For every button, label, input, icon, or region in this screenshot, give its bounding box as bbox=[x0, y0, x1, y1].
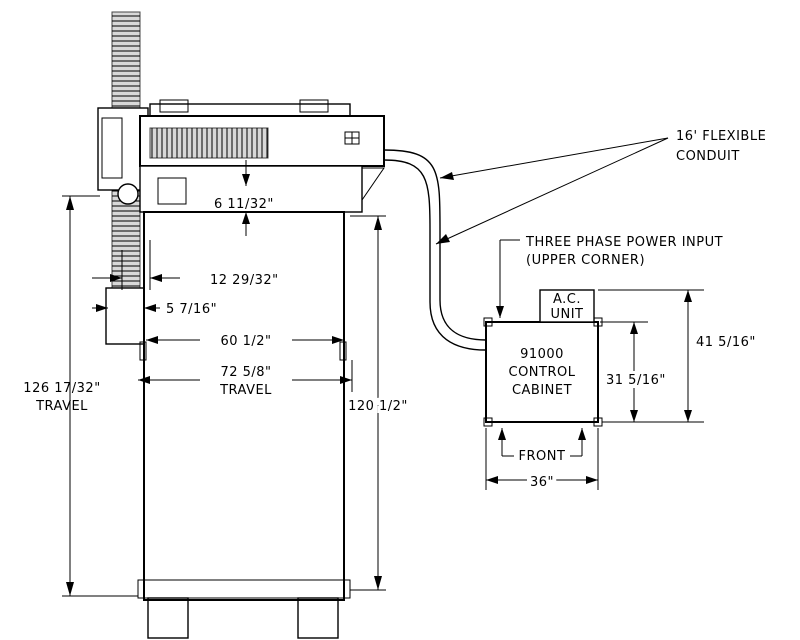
arrowheads bbox=[66, 172, 692, 596]
dim-cabinet-width-36: 36" bbox=[530, 475, 554, 490]
dim-width-60: 60 1/2" bbox=[220, 334, 271, 349]
text-labels: 16' FLEXIBLE CONDUIT THREE PHASE POWER I… bbox=[23, 129, 766, 494]
cabinet-label-line1: 91000 bbox=[520, 347, 564, 362]
ac-unit-label-line1: A.C. bbox=[553, 292, 581, 307]
dim-travel-72: 72 5/8" bbox=[220, 365, 271, 380]
conduit-label-line1: 16' FLEXIBLE bbox=[676, 129, 766, 144]
power-input-label-line2: (UPPER CORNER) bbox=[526, 253, 645, 268]
conduit-label-line2: CONDUIT bbox=[676, 149, 740, 164]
power-input-label-line1: THREE PHASE POWER INPUT bbox=[525, 235, 723, 250]
machine-table bbox=[137, 211, 351, 639]
dim-travel-126: 126 17/32" bbox=[23, 381, 100, 396]
front-label: FRONT bbox=[519, 449, 566, 464]
dim-length-120: 120 1/2" bbox=[348, 399, 408, 414]
dim-cabinet-height-31: 31 5/16" bbox=[606, 373, 666, 388]
dim-offset-5: 5 7/16" bbox=[166, 302, 217, 317]
control-cabinet bbox=[483, 289, 603, 427]
dim-cabinet-height-41: 41 5/16" bbox=[696, 335, 756, 350]
dim-gap-top: 6 11/32" bbox=[214, 197, 274, 212]
flexible-conduit bbox=[383, 149, 487, 351]
dim-travel-126-label: TRAVEL bbox=[35, 399, 88, 414]
dim-travel-72-label: TRAVEL bbox=[219, 383, 272, 398]
cabinet-label-line2: CONTROL bbox=[509, 365, 576, 380]
dim-offset-12: 12 29/32" bbox=[210, 273, 279, 288]
ac-unit-label-line2: UNIT bbox=[550, 307, 583, 322]
cabinet-label-line3: CABINET bbox=[512, 383, 572, 398]
gantry-head bbox=[97, 99, 385, 213]
